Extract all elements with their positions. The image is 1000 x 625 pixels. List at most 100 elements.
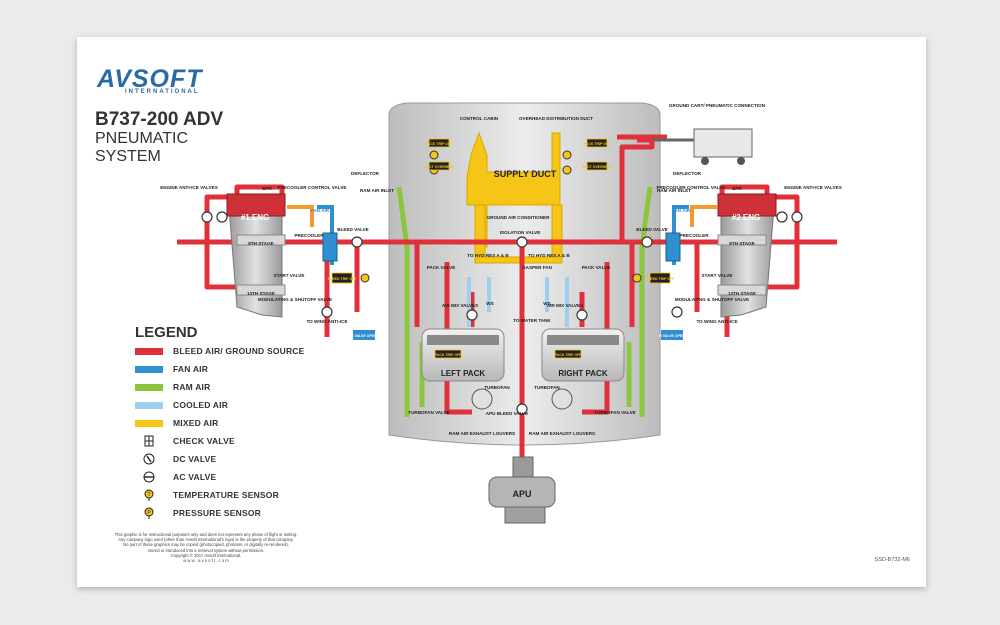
fan-air-left-label: FAN AIR — [311, 208, 330, 213]
precooler-left-label: PRECOOLER — [294, 233, 324, 238]
ram-air-inlet-left-label: RAM AIR INLET — [360, 188, 394, 193]
legend-item-dc-valve: DC VALVE — [135, 452, 216, 466]
ws-left-label: WS — [486, 301, 493, 306]
legend-label: AC VALVE — [173, 472, 217, 482]
legend-label: TEMPERATURE SENSOR — [173, 490, 279, 500]
wing-anti-ice-left-label: TO WING ANTI-ICE — [306, 319, 347, 324]
valve-open-lights — [353, 330, 683, 340]
bleed-air-swatch — [135, 347, 163, 355]
left-pack-label: LEFT PACK — [441, 369, 486, 378]
svg-text:T: T — [147, 492, 150, 498]
r-valve-open-label: R VALVE OPEN — [659, 334, 685, 338]
overhead-duct-label: OVERHEAD DISTRIBUTION DUCT — [519, 116, 593, 121]
legend-label: RAM AIR — [173, 382, 211, 392]
modulating-right-label: MODULATING & SHUTOFF VALVE — [675, 297, 749, 302]
start-valve-left-label: START VALVE — [274, 273, 305, 278]
apu-unit — [488, 456, 556, 524]
l-valve-open-label: L VALVE OPEN — [351, 334, 377, 338]
mixed-air-swatch — [135, 419, 163, 427]
supply-duct-label: SUPPLY DUCT — [494, 169, 557, 179]
poster-sheet: AVSOFT INTERNATIONAL B737-200 ADV PNEUMA… — [77, 37, 926, 587]
disclaimer-line: Any company logo used (other than Avsoft… — [118, 537, 294, 543]
ground-air-conditioner-label: GROUND AIR CONDITIONER — [487, 215, 551, 220]
indicator-panels — [331, 138, 671, 359]
engine-2-label: #2 ENG — [732, 213, 760, 222]
air-mix-left-label: AIR MIX VALVES — [442, 303, 478, 308]
start-valve-right-label: START VALVE — [702, 273, 733, 278]
precooler-right — [665, 232, 681, 262]
precooler-control-right-label: PRECOOLER CONTROL VALVE — [657, 185, 726, 190]
legend-label: FAN AIR — [173, 364, 209, 374]
svg-text:P: P — [147, 510, 151, 516]
legend-label: DC VALVE — [173, 454, 217, 464]
turbofan-left-label: TURBOFAN — [484, 385, 510, 390]
legend-item-pressure-sensor: P PRESSURE SENSOR — [135, 506, 261, 520]
engine-anti-ice-right-label: ENGINE ANTI-ICE VALVES — [784, 185, 842, 190]
system-title-line2: SYSTEM — [95, 148, 161, 165]
turbofan-left — [471, 388, 493, 410]
epr-left-label: EPR — [262, 186, 272, 191]
deflector-right-label: DEFLECTOR — [673, 171, 702, 176]
engine-2 — [717, 193, 777, 318]
bleed-valve-right-label: BLEED VALVE — [636, 227, 667, 232]
legend-label: PRESSURE SENSOR — [173, 508, 262, 518]
legend-item-ac-valve: AC VALVE — [135, 470, 216, 484]
apu-label: APU — [512, 489, 531, 499]
to-water-tank-label: TO WATER TANK — [513, 318, 551, 323]
avsoft-logo: AVSOFT — [97, 65, 203, 93]
cooled-air-swatch — [135, 401, 163, 409]
bleed-valve-left-label: BLEED VALVE — [337, 227, 368, 232]
pack-trip-top-left-label: PACK TRIP OFF — [426, 142, 453, 146]
legend-label: BLEED AIR/ GROUND SOURCE — [173, 346, 305, 356]
copyright: Copyright © 2017 Avsoft International. — [170, 552, 242, 558]
pressure-sensor-icon: P — [135, 507, 163, 519]
supply-duct-shape — [466, 131, 563, 264]
ground-cart-label: GROUND CART/ PNEUMATIC CONNECTION — [669, 103, 766, 108]
ram-air-swatch — [135, 383, 163, 391]
ac-valves — [201, 211, 803, 415]
dc-valve-icon — [135, 453, 163, 465]
document-id: SSD-B732-M6 — [874, 557, 910, 563]
disclaimer-line: This graphic is for instructional purpos… — [114, 532, 298, 537]
legend-title: LEGEND — [135, 324, 198, 341]
engine-1 — [226, 193, 286, 318]
legend-label: MIXED AIR — [173, 418, 219, 428]
precooler-right-label: PRECOOLER — [679, 233, 709, 238]
pneumatic-diagram: SUPPLY DUCT CONTROL CABIN OVERHEAD DISTR… — [160, 102, 842, 524]
legend-item-cooled-air: COOLED AIR — [135, 398, 228, 412]
ram-air-inlet-right-label: RAM AIR INLET — [657, 188, 691, 193]
stage13-right-label: 13TH STAGE — [728, 291, 756, 296]
control-cabin-label: CONTROL CABIN — [460, 116, 499, 121]
legend-label: CHECK VALVE — [173, 436, 235, 446]
turbofan-right — [551, 388, 573, 410]
precooler-control-left-label: PRECOOLER CONTROL VALVE — [278, 185, 347, 190]
legend-item-fan-air: FAN AIR — [135, 362, 208, 376]
pack-valve-left-label: PACK VALVE — [427, 265, 456, 270]
pack-trip-left-label: PACK TRIP OFF — [435, 353, 462, 357]
fan-air-swatch — [135, 365, 163, 373]
check-valve-icon — [135, 435, 163, 447]
pack-trip-top-right-label: PACK TRIP OFF — [584, 142, 611, 146]
gasper-fan-label: GASPER FAN — [522, 265, 553, 270]
duct-overheat-left-label: DUCT OVERHEAT — [424, 165, 455, 169]
disclaimer-line: stored or introduced into a retrieval sy… — [147, 547, 265, 553]
modulating-left-label: MODULATING & SHUTOFF VALVE — [258, 297, 332, 302]
right-pack-unit — [541, 328, 625, 382]
ground-cart — [652, 128, 753, 165]
bleed-trip-left-label: BLEED TRIP OFF — [328, 277, 358, 281]
engine-1-label: #1 ENG — [241, 213, 269, 222]
engine-anti-ice-left-label: ENGINE ANTI-ICE VALVES — [160, 185, 218, 190]
precooler-left — [322, 232, 338, 262]
stage13-left-label: 13TH STAGE — [247, 291, 275, 296]
disclaimer: This graphic is for instructional purpos… — [91, 532, 321, 563]
avsoft-logo-subtitle: INTERNATIONAL — [125, 89, 200, 95]
to-hyd-res-right-label: TO HYD RES A & B — [528, 253, 570, 258]
legend-label: COOLED AIR — [173, 400, 229, 410]
wing-anti-ice-right-label: TO WING ANTI-ICE — [696, 319, 737, 324]
apu-bleed-valve-label: APU BLEED VALVE — [486, 411, 528, 416]
legend-item-mixed-air: MIXED AIR — [135, 416, 218, 430]
ram-exhaust-left-label: RAM AIR EXHAUST LOUVERS — [449, 431, 515, 436]
legend-item-ram-air: RAM AIR — [135, 380, 210, 394]
right-pack-label: RIGHT PACK — [558, 369, 607, 378]
turbofan-right-label: TURBOFAN — [534, 385, 560, 390]
